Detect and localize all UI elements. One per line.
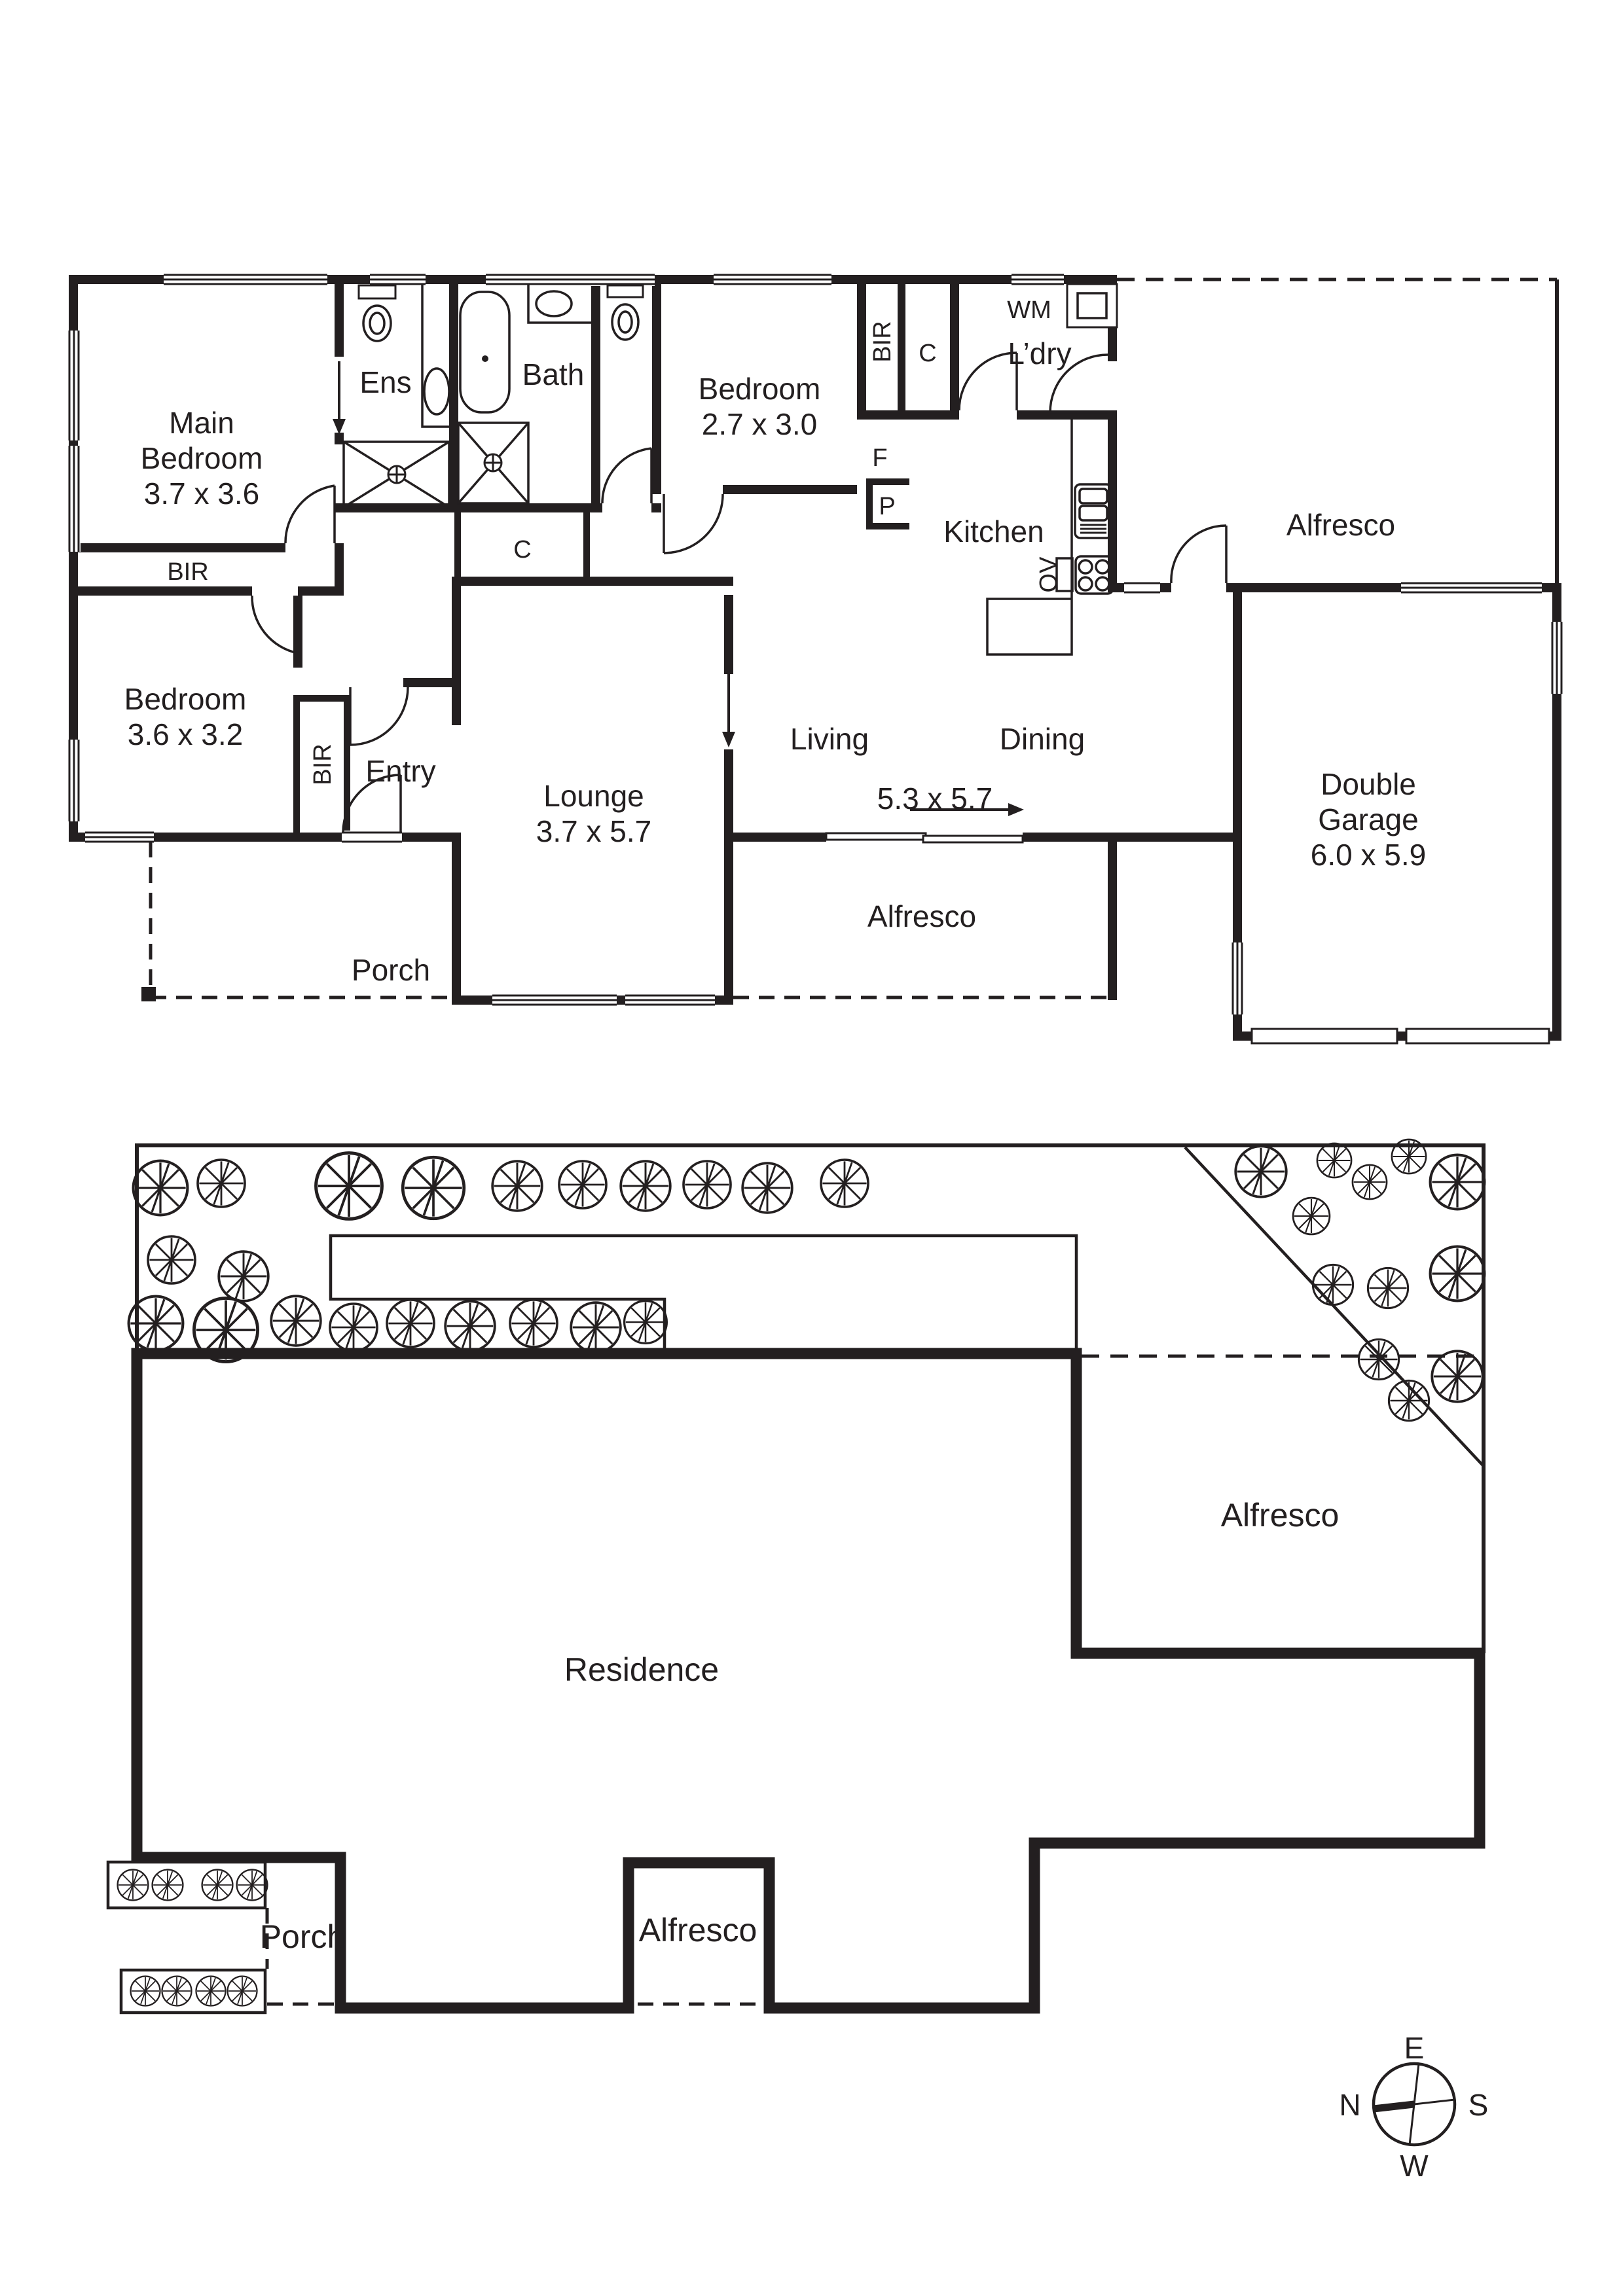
pantry-label: P <box>879 493 895 520</box>
garden-trees-corner <box>1234 1138 1484 1422</box>
cupboard-label-bath: C <box>513 536 531 564</box>
site-porch-label: Porch <box>260 1918 346 1955</box>
garage-label2: Garage <box>1318 802 1418 836</box>
laundry-label: L’dry <box>1008 336 1071 370</box>
bir-label-hall: BIR <box>167 558 208 586</box>
bedroom2-dims: 2.7 x 3.0 <box>702 407 817 441</box>
residence-outline <box>131 1348 1486 2014</box>
door-laundry <box>958 351 1018 411</box>
door-sill <box>342 831 402 844</box>
wm-label: WM <box>1007 296 1051 324</box>
living-label: Living <box>790 722 869 756</box>
ensuite-label: Ens <box>359 365 411 399</box>
door-front <box>342 774 402 833</box>
window <box>714 273 831 286</box>
sliding-door <box>825 831 1024 844</box>
compass-south: S <box>1468 2088 1489 2122</box>
site-alfresco-label-right: Alfresco <box>1221 1497 1340 1534</box>
window <box>67 740 81 821</box>
site-dashed <box>265 1354 1480 2006</box>
alfresco-label-topright: Alfresco <box>1286 508 1395 542</box>
window <box>1550 622 1563 694</box>
window <box>1231 942 1244 1014</box>
dashed-boundaries <box>141 278 1559 1001</box>
window <box>492 994 617 1007</box>
door-sill <box>1124 581 1160 594</box>
oven-label: OV <box>1035 556 1063 593</box>
washing-machine-icon <box>1066 283 1118 329</box>
fixtures <box>342 283 1118 656</box>
main-bedroom-label2: Bedroom <box>141 441 263 475</box>
windows <box>67 273 1563 1045</box>
shower-icon <box>342 440 450 509</box>
garden-trees <box>129 1153 869 1362</box>
compass: E N S W <box>1339 2031 1488 2183</box>
window <box>67 331 81 440</box>
shower-icon <box>457 422 530 505</box>
residence-label: Residence <box>564 1651 719 1688</box>
garden-beds <box>106 1860 268 2015</box>
toilet-icon <box>606 284 644 341</box>
main-bedroom-label: Main <box>169 406 234 440</box>
bir-label-entry: BIR <box>309 744 337 785</box>
floor-plan: Main Bedroom 3.7 x 3.6 Ens Bath Bedroom … <box>67 273 1563 1045</box>
living-arrow <box>722 674 735 747</box>
window <box>370 273 426 286</box>
bath-label: Bath <box>522 357 585 391</box>
door-alfresco <box>1170 524 1228 584</box>
bathtub-icon <box>459 291 511 414</box>
bir-label-bedroom2: BIR <box>869 321 896 362</box>
living-dining-dims: 5.3 x 5.7 <box>877 781 993 816</box>
dining-label: Dining <box>1000 722 1085 756</box>
basin-icon <box>527 284 591 324</box>
alfresco-label-bottom: Alfresco <box>867 899 976 933</box>
garage-dims: 6.0 x 5.9 <box>1311 838 1426 872</box>
cooktop-icon <box>1074 555 1114 595</box>
fridge-label: F <box>872 444 887 472</box>
window <box>486 273 655 286</box>
window <box>67 446 81 552</box>
lounge-dims: 3.7 x 5.7 <box>536 814 651 848</box>
bedroom3-label: Bedroom <box>124 682 247 716</box>
sink-icon <box>1074 483 1113 539</box>
door-bedroom2 <box>663 493 724 554</box>
doors <box>251 351 1228 833</box>
ensuite-arrow <box>333 361 346 435</box>
vanity-icon <box>421 284 450 428</box>
cupboard-label: C <box>919 340 936 367</box>
compass-east: E <box>1404 2031 1425 2065</box>
floor-plan-labels: Main Bedroom 3.7 x 3.6 Ens Bath Bedroom … <box>124 296 1427 987</box>
door-wc <box>601 447 653 504</box>
site-plan-labels: Residence Alfresco Alfresco Porch <box>260 1497 1340 1955</box>
main-bedroom-dims: 3.7 x 3.6 <box>144 476 259 511</box>
window <box>625 994 715 1007</box>
window <box>1401 581 1542 594</box>
site-plan: Residence Alfresco Alfresco Porch E N S … <box>106 1138 1488 2183</box>
site-alfresco-label-bottom: Alfresco <box>639 1912 757 1948</box>
door-entry <box>349 687 409 746</box>
compass-west: W <box>1400 2149 1429 2183</box>
bedroom3-dims: 3.6 x 3.2 <box>128 717 243 751</box>
door-main-bedroom <box>284 484 336 544</box>
garage-door <box>1250 1028 1398 1045</box>
kitchen-label: Kitchen <box>943 514 1044 548</box>
arrows <box>333 361 1024 816</box>
compass-north: N <box>1339 2088 1360 2122</box>
oven-icon <box>1055 557 1074 592</box>
slider-arrow <box>910 803 1024 816</box>
door-laundry-rear <box>1049 353 1108 414</box>
window <box>164 273 327 286</box>
site-boundary <box>135 1143 1486 1653</box>
window <box>1012 273 1064 286</box>
door-bedroom3 <box>251 595 299 655</box>
bedroom2-label: Bedroom <box>699 372 821 406</box>
garage-label: Double <box>1321 767 1416 801</box>
window <box>85 831 154 844</box>
toilet-icon <box>357 284 397 342</box>
porch-label: Porch <box>352 953 430 987</box>
lounge-label: Lounge <box>543 779 644 813</box>
garage-door <box>1405 1028 1550 1045</box>
entry-label: Entry <box>365 754 435 788</box>
